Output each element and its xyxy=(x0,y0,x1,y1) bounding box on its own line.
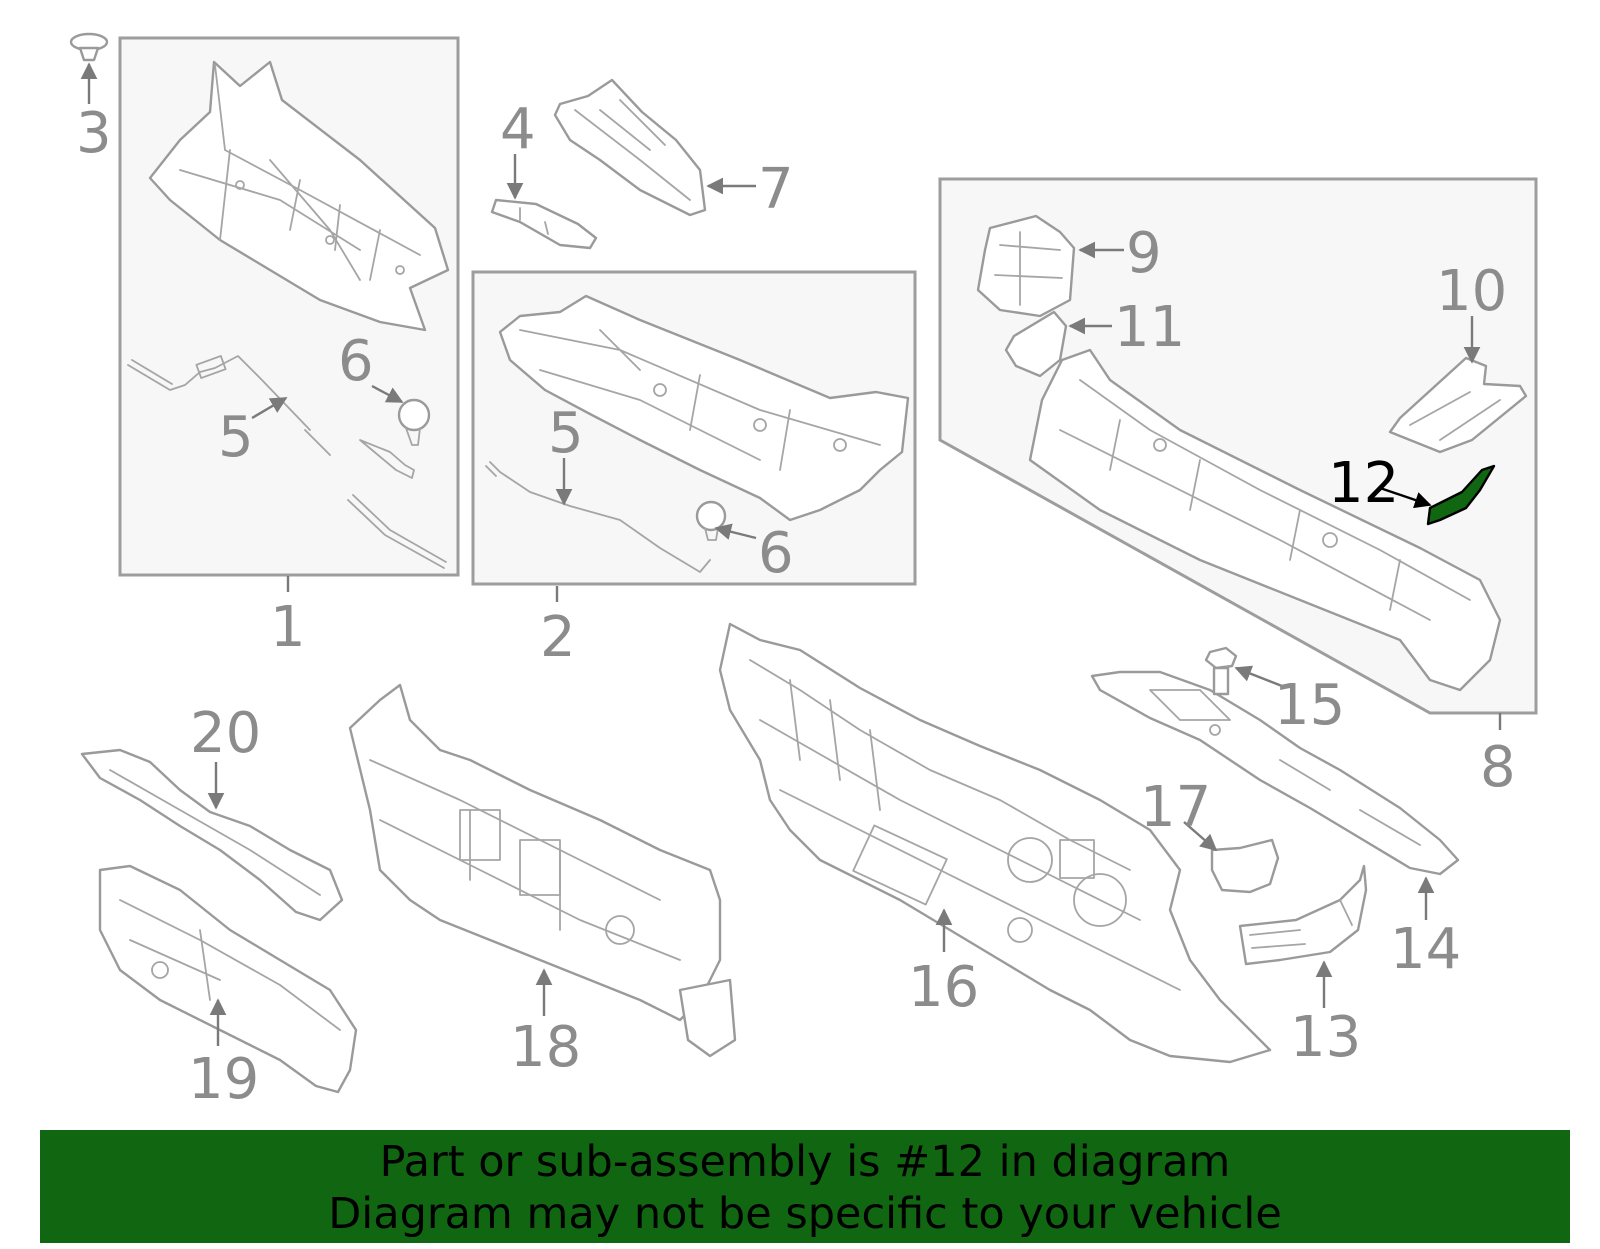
callout-19: 19 xyxy=(188,1047,259,1112)
part-dash-cross-member xyxy=(1028,348,1502,692)
part-clip-3 xyxy=(69,32,109,62)
callout-12: 12 xyxy=(1328,451,1399,516)
callout-5b: 5 xyxy=(548,401,584,466)
part-washer-hose-5b xyxy=(485,461,711,573)
part-washer-nozzle-6a xyxy=(397,398,431,446)
part-cowl-panel-1 xyxy=(148,60,450,332)
part-insulator-19 xyxy=(98,864,358,1094)
callout-8: 8 xyxy=(1480,735,1516,800)
callout-20: 20 xyxy=(190,701,261,766)
banner-line-2: Diagram may not be specific to your vehi… xyxy=(328,1189,1282,1239)
callout-16: 16 xyxy=(908,955,979,1020)
part-insulator-20 xyxy=(80,748,344,922)
part-12-highlighted xyxy=(1426,464,1496,526)
callout-13: 13 xyxy=(1290,1005,1361,1070)
callout-18: 18 xyxy=(510,1015,581,1080)
callout-2: 2 xyxy=(540,605,576,670)
callout-1: 1 xyxy=(270,595,306,660)
part-bracket-10 xyxy=(1388,356,1528,454)
banner-line-1: Part or sub-assembly is #12 in diagram xyxy=(379,1137,1231,1187)
part-cowl-side-7 xyxy=(553,78,707,217)
part-insulator-17 xyxy=(1210,838,1280,894)
callout-17: 17 xyxy=(1140,775,1211,840)
part-dash-panel-16 xyxy=(718,622,1272,1064)
callout-3: 3 xyxy=(76,101,112,166)
callout-10: 10 xyxy=(1436,259,1507,324)
part-bracket-9 xyxy=(976,214,1076,318)
callout-5a: 5 xyxy=(218,405,254,470)
part-bracket-11 xyxy=(1004,310,1068,378)
callout-11: 11 xyxy=(1114,295,1185,360)
callout-6a: 6 xyxy=(338,329,374,394)
part-bolt-15 xyxy=(1204,646,1238,696)
part-dash-insulator-18 xyxy=(348,683,737,1058)
callout-15: 15 xyxy=(1274,673,1345,738)
callout-7: 7 xyxy=(758,157,794,222)
info-banner: Part or sub-assembly is #12 in diagram D… xyxy=(40,1130,1570,1243)
part-washer-nozzle-6b xyxy=(695,500,727,541)
part-reinforcement-14 xyxy=(1090,670,1460,876)
part-bracket-4 xyxy=(490,198,598,250)
callout-14: 14 xyxy=(1390,917,1461,982)
part-cowl-panel-2 xyxy=(498,294,910,522)
part-bracket-13 xyxy=(1238,864,1368,966)
callout-4: 4 xyxy=(500,97,536,162)
part-washer-hose-5a xyxy=(127,355,447,569)
callout-9: 9 xyxy=(1126,221,1162,286)
callout-6b: 6 xyxy=(758,521,794,586)
